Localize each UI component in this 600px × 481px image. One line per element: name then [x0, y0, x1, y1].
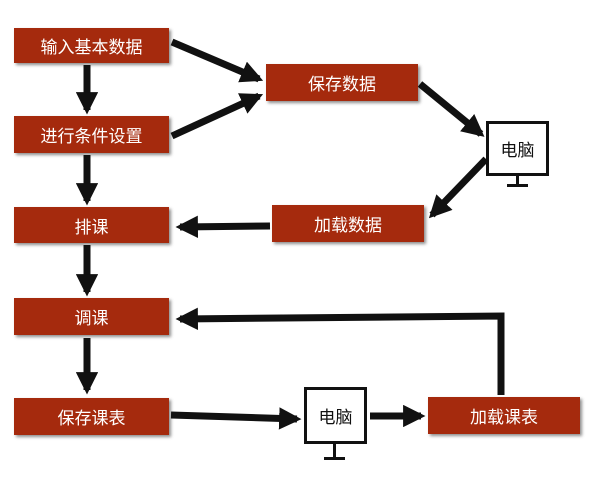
arrow-input-to-savedata	[170, 38, 264, 83]
monitor-stand-top	[507, 176, 528, 187]
node-load-data: 加载数据	[272, 205, 424, 242]
node-input-basic-data: 输入基本数据	[14, 28, 169, 63]
arrow-loadtimetable-to-adjust	[175, 307, 505, 395]
arrow-conditions-to-savedata	[170, 92, 264, 140]
computer-monitor-icon: 电脑	[304, 387, 367, 444]
node-save-data: 保存数据	[266, 64, 418, 101]
node-load-timetable: 加载课表	[428, 397, 580, 434]
node-schedule: 排课	[14, 207, 169, 243]
node-adjust: 调课	[14, 298, 169, 335]
node-save-timetable: 保存课表	[14, 398, 169, 435]
arrow-loaddata-to-schedule	[175, 215, 271, 239]
arrow-computer-to-loaddata	[428, 156, 489, 219]
node-condition-settings: 进行条件设置	[14, 116, 169, 153]
computer-monitor-icon: 电脑	[486, 121, 549, 176]
arrow-savedata-to-computer	[417, 81, 485, 137]
arrow-savetimetable-to-computer	[170, 407, 302, 430]
monitor-stand-bottom	[324, 444, 345, 460]
